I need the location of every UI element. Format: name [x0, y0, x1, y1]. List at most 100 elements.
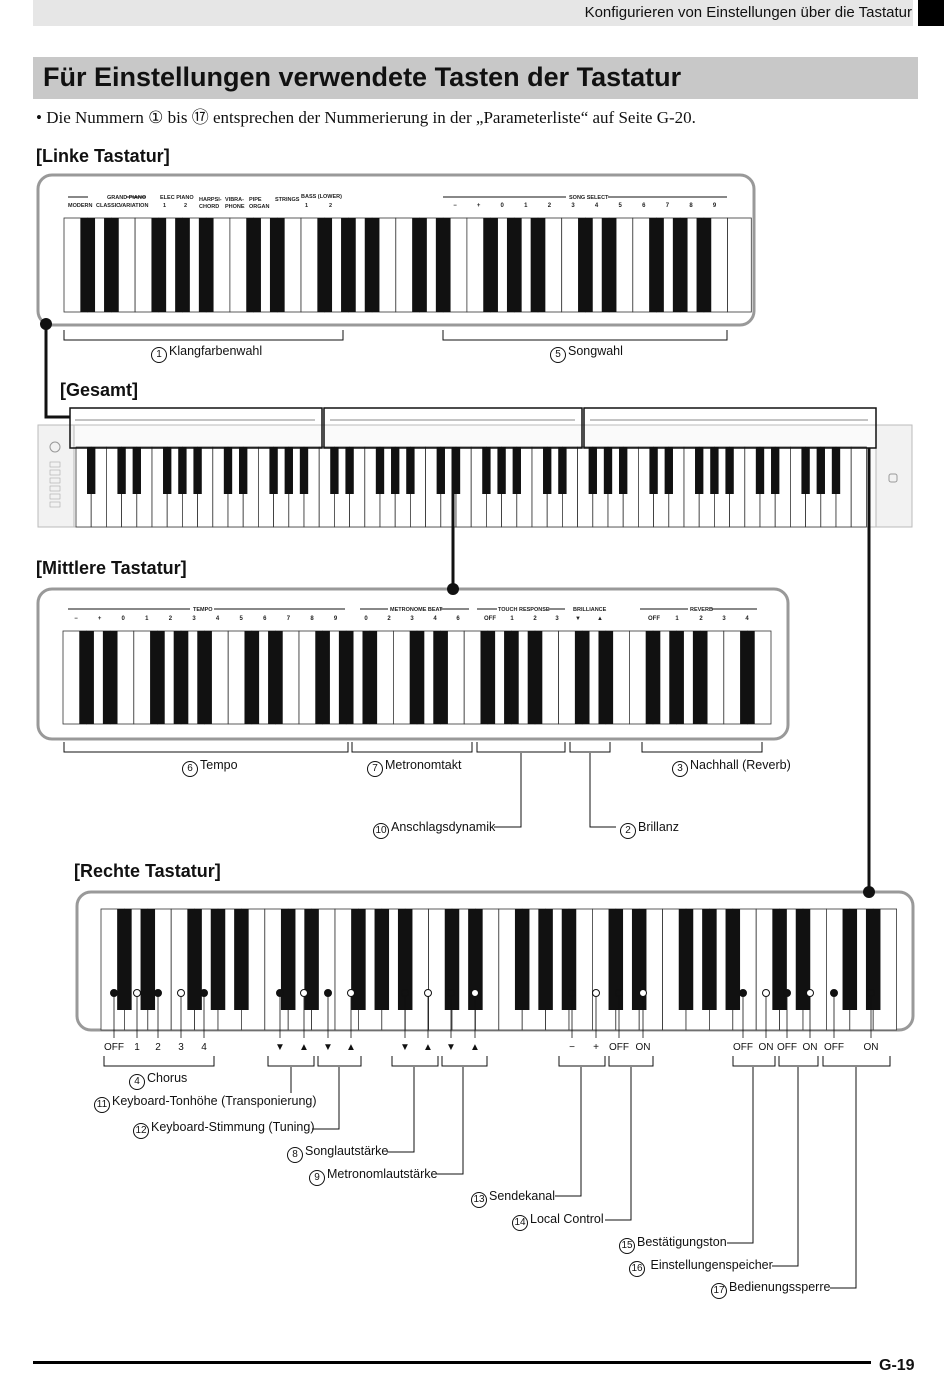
section-middle-keyboard: [Mittlere Tastatur]	[36, 558, 187, 578]
right-black-key	[117, 909, 132, 1010]
overall-black-key	[391, 447, 400, 494]
lp-song-select: SONG SELECT	[569, 195, 609, 201]
reverb-key-label: 1	[675, 616, 679, 622]
callout-brillanz	[589, 753, 616, 828]
bracket-lock	[822, 1056, 891, 1067]
right-key-label: −	[569, 1042, 575, 1053]
bracket-chorus	[103, 1056, 215, 1067]
right-black-key	[772, 909, 787, 1010]
callout-tuning	[312, 1067, 340, 1130]
panel-button-icon	[49, 501, 61, 508]
left-black-key	[483, 218, 498, 312]
page-title: Für Einstellungen verwendete Tasten der …	[43, 62, 682, 92]
overall-right-panel	[875, 424, 913, 528]
middle-black-key	[740, 631, 755, 724]
overall-black-key	[375, 447, 385, 494]
lp-organ: ORGAN	[249, 204, 270, 210]
overall-black-key	[831, 447, 841, 494]
bracket-tempo	[63, 742, 349, 753]
song-key-label: 0	[501, 203, 505, 209]
overall-black-key	[163, 447, 172, 494]
overall-black-key	[178, 447, 187, 494]
right-black-key	[842, 909, 858, 1010]
right-key-label: ▲	[423, 1042, 433, 1053]
beat-key-label: 0	[364, 616, 368, 622]
key-marker-dot	[324, 989, 332, 997]
section-right-keyboard: [Rechte Tastatur]	[74, 861, 221, 881]
bracket-song-volume	[391, 1056, 439, 1067]
lp-vibra: VIBRA-	[225, 197, 244, 203]
touch-key-label: OFF	[484, 616, 496, 622]
callout-beep	[727, 1067, 754, 1244]
middle-black-key	[645, 631, 661, 724]
key-marker-dot	[568, 989, 576, 997]
left-black-key	[269, 218, 285, 312]
overall-black-key	[482, 447, 491, 494]
middle-black-key	[338, 631, 354, 724]
overall-keyboard	[37, 407, 913, 528]
callout-lines	[40, 318, 875, 1289]
right-key-label: 4	[201, 1042, 207, 1053]
right-black-key	[631, 909, 647, 1010]
lp-harpsi: HARPSI-	[199, 197, 222, 203]
overall-black-key	[497, 447, 506, 494]
middle-black-key	[527, 631, 543, 724]
key-marker-dot	[806, 989, 814, 997]
overall-black-key	[512, 447, 521, 494]
right-key-label: ▼	[446, 1042, 456, 1053]
right-black-key	[351, 909, 366, 1010]
brilliance-key-label: ▼	[575, 616, 581, 622]
right-key-label: OFF	[777, 1042, 797, 1053]
lp-bass-lower: BASS (LOWER)	[301, 194, 342, 200]
overall-black-key	[87, 447, 96, 494]
footer-rule	[33, 1361, 871, 1364]
right-black-key	[280, 909, 296, 1010]
lp-modern: MODERN	[68, 203, 92, 209]
middle-black-key	[79, 631, 94, 724]
lp-chord: CHORD	[199, 204, 219, 210]
right-black-key	[514, 909, 530, 1010]
mp-brilliance: BRILLIANCE	[573, 607, 607, 613]
left-black-key	[341, 218, 356, 312]
key-marker-dot	[447, 989, 455, 997]
label-einstellungenspeicher: 16 Einstellungenspeicher	[629, 1258, 773, 1277]
middle-black-key	[362, 631, 378, 724]
bracket-touch	[476, 742, 566, 753]
key-marker-dot	[867, 989, 875, 997]
song-key-label: 4	[595, 203, 599, 209]
tempo-key-label: 3	[192, 616, 196, 622]
key-marker-dot	[401, 989, 409, 997]
overall-black-key	[603, 447, 613, 494]
key-marker-dot	[830, 989, 838, 997]
right-key-label: ▼	[275, 1042, 285, 1053]
key-marker-dot	[639, 989, 647, 997]
overall-black-key	[330, 447, 339, 494]
title-bar	[33, 57, 918, 99]
key-marker-dot	[762, 989, 770, 997]
panel-button-icon	[49, 493, 61, 500]
tempo-key-label: 2	[169, 616, 173, 622]
link-left-keyboard	[44, 324, 70, 419]
bracket-brilliance	[569, 742, 611, 753]
middle-black-key	[409, 631, 425, 724]
middle-black-key	[150, 631, 165, 724]
key-marker-dot	[110, 989, 118, 997]
left-black-key	[198, 218, 214, 312]
middle-black-key	[692, 631, 708, 724]
touch-key-label: 3	[555, 616, 559, 622]
lp-grand-piano: GRAND PIANO	[107, 195, 147, 201]
chapter-title: Konfigurieren von Einstellungen über die…	[584, 4, 912, 21]
callout-anschlag	[494, 753, 522, 828]
lp-classic: CLASSIC	[96, 203, 120, 209]
panel-button-icon	[49, 477, 61, 484]
overall-black-key	[239, 447, 248, 494]
zoom-box-right	[583, 407, 877, 449]
left-black-key	[412, 218, 427, 312]
left-black-key	[364, 218, 380, 312]
left-keyboard	[36, 173, 756, 341]
middle-black-key	[574, 631, 590, 724]
right-key-label: OFF	[609, 1042, 629, 1053]
overall-left-panel	[37, 424, 75, 528]
bracket-metronome-volume	[441, 1056, 488, 1067]
